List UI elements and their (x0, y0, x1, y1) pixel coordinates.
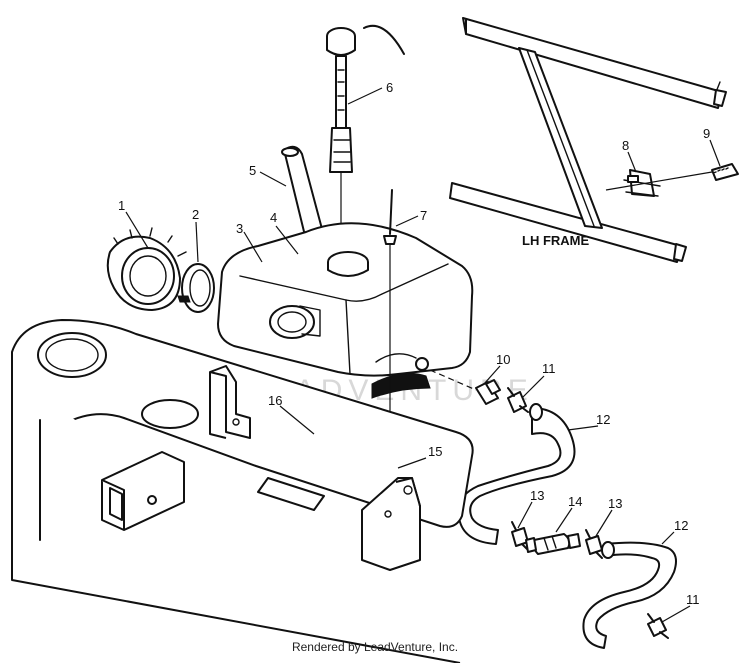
callout-5: 5 (249, 163, 256, 178)
fuel-cap (106, 227, 187, 311)
callout-3: 3 (236, 221, 243, 236)
callout-11a: 11 (542, 361, 556, 376)
hose-clamp-11b (647, 613, 669, 639)
callouts: 1 2 3 4 5 6 7 8 9 10 11 11 12 12 13 13 1… (118, 80, 710, 607)
callout-9: 9 (703, 126, 710, 141)
callout-1: 1 (118, 198, 125, 213)
callout-2: 2 (192, 207, 199, 222)
callout-11b: 11 (686, 592, 700, 607)
fuel-line-upper (457, 403, 576, 545)
callout-15: 15 (428, 444, 442, 459)
frame-label: LH FRAME (522, 233, 589, 248)
callout-12b: 12 (674, 518, 688, 533)
chassis-frame (11, 319, 474, 663)
callout-12a: 12 (596, 412, 610, 427)
callout-6: 6 (386, 80, 393, 95)
inline-fuel-filter (525, 533, 581, 555)
hose-clamp-13a (511, 521, 529, 551)
bolt (605, 163, 739, 191)
callout-8: 8 (622, 138, 629, 153)
callout-13a: 13 (530, 488, 544, 503)
fuel-tank (217, 222, 474, 399)
callout-4: 4 (270, 210, 277, 225)
hose-clamp-11a (507, 387, 529, 413)
footer-credit: Rendered by LeadVenture, Inc. (291, 640, 459, 654)
callout-7: 7 (420, 208, 427, 223)
lh-frame: LH FRAME (449, 17, 727, 263)
leader-lines (125, 87, 721, 623)
callout-10: 10 (496, 352, 510, 367)
fuel-gauge-sender (326, 24, 405, 250)
gasket (177, 263, 215, 313)
fuel-line-lower (582, 541, 677, 649)
callout-14: 14 (568, 494, 582, 509)
callout-16: 16 (268, 393, 282, 408)
hose-clamp-13b (585, 529, 603, 559)
bracket-clip (623, 169, 661, 197)
callout-13b: 13 (608, 496, 622, 511)
